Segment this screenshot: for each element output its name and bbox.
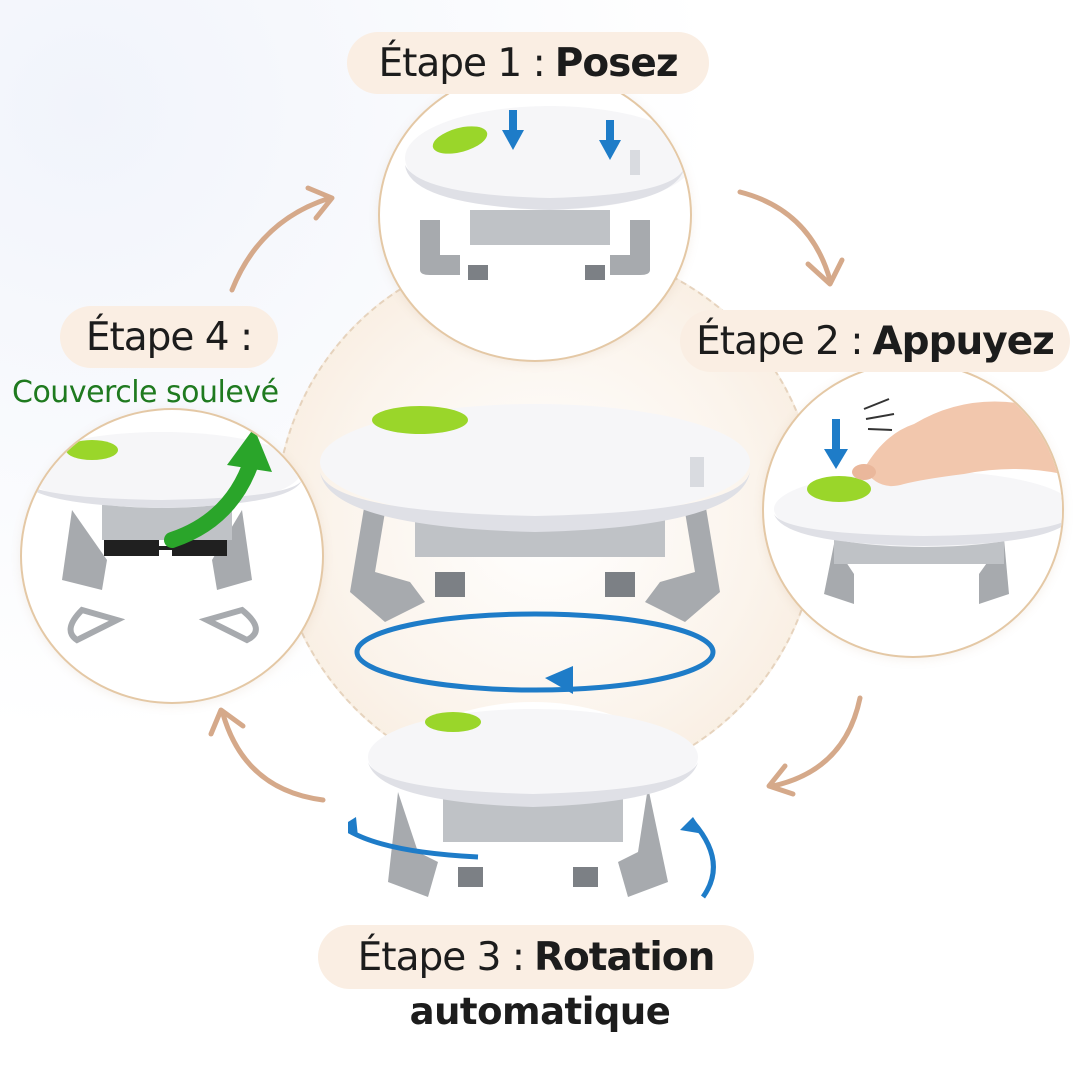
step-2-image bbox=[762, 362, 1064, 658]
step-3-label: Étape 3 :Rotation bbox=[318, 925, 754, 989]
step-3-image bbox=[348, 702, 718, 972]
finger-press-icon bbox=[852, 401, 1062, 487]
step-1-action: Posez bbox=[554, 40, 679, 86]
step-3-action: Rotation bbox=[533, 934, 715, 980]
can-opener-device-icon bbox=[774, 398, 1062, 604]
center-can-opener-icon bbox=[320, 404, 750, 694]
cycle-arrow-1-to-2 bbox=[737, 189, 845, 287]
step-3-action-line2: automatique bbox=[409, 990, 671, 1033]
step-2-action: Appuyez bbox=[872, 318, 1054, 364]
rotation-arrows-icon bbox=[348, 817, 716, 899]
step-1-prefix: Étape 1 : bbox=[378, 40, 545, 86]
step-4-caption: Couvercle soulevé bbox=[12, 375, 279, 410]
cycle-arrow-4-to-1 bbox=[229, 185, 335, 293]
can-opener-device-icon bbox=[22, 428, 302, 644]
lift-arrow-icon bbox=[164, 428, 272, 548]
can-opener-device-icon bbox=[348, 709, 716, 899]
step-3-prefix: Étape 3 : bbox=[357, 934, 525, 980]
step-4-prefix: Étape 4 : bbox=[85, 314, 253, 360]
step-2-label: Étape 2 :Appuyez bbox=[680, 310, 1070, 372]
can-opener-device-icon bbox=[405, 106, 690, 280]
step-4-image bbox=[20, 408, 324, 704]
cycle-arrow-2-to-3 bbox=[766, 695, 863, 797]
step-2-prefix: Étape 2 : bbox=[696, 318, 863, 364]
cycle-arrow-3-to-4 bbox=[208, 707, 326, 803]
step-1-image bbox=[378, 68, 692, 362]
step-4-label: Étape 4 : bbox=[60, 306, 278, 368]
rotation-ellipse-icon bbox=[354, 611, 716, 694]
step-1-label: Étape 1 :Posez bbox=[347, 32, 709, 94]
press-down-arrows-icon bbox=[502, 110, 621, 160]
